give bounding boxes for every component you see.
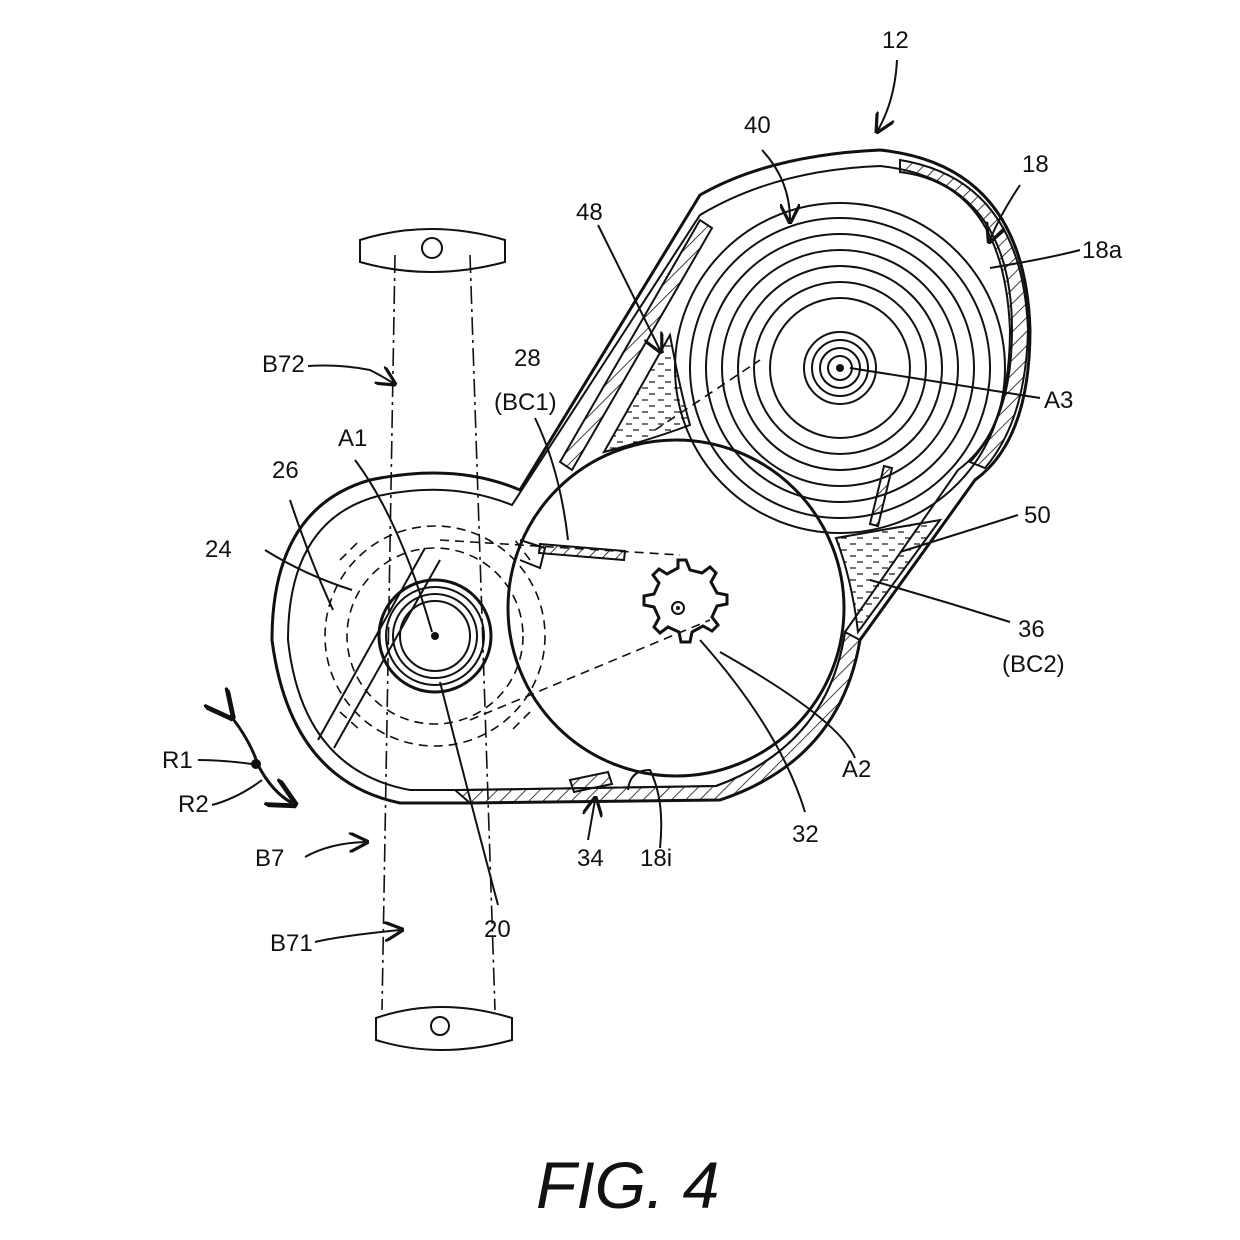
figure-caption: FIG. 4 xyxy=(536,1148,719,1222)
label-34: 34 xyxy=(577,845,604,872)
housing xyxy=(270,148,1032,805)
lubricant-right xyxy=(834,518,943,635)
spiral-spring xyxy=(674,202,1006,534)
label-26: 26 xyxy=(272,457,299,484)
label-b71: B71 xyxy=(270,930,313,957)
label-a1: A1 xyxy=(338,425,367,452)
front-sprocket xyxy=(324,525,546,747)
label-bc1: (BC1) xyxy=(494,389,557,416)
label-40: 40 xyxy=(744,112,771,139)
label-a3: A3 xyxy=(1044,387,1073,414)
label-bc2: (BC2) xyxy=(1002,651,1065,678)
rotation-indicator xyxy=(230,715,292,803)
pedal-lower xyxy=(375,1006,513,1051)
label-12: 12 xyxy=(882,27,909,54)
label-24: 24 xyxy=(205,536,232,563)
label-32: 32 xyxy=(792,821,819,848)
label-20: 20 xyxy=(484,916,511,943)
label-b7: B7 xyxy=(255,845,284,872)
label-18: 18 xyxy=(1022,151,1049,178)
label-r2: R2 xyxy=(178,791,209,818)
leader-lines xyxy=(197,59,1081,943)
label-a2: A2 xyxy=(842,756,871,783)
pedal-upper xyxy=(359,228,506,273)
label-36: 36 xyxy=(1018,616,1045,643)
label-b72: B72 xyxy=(262,351,305,378)
reduction-wheel xyxy=(506,438,846,794)
label-48: 48 xyxy=(576,199,603,226)
label-18a: 18a xyxy=(1082,237,1123,264)
label-50: 50 xyxy=(1024,502,1051,529)
label-28: 28 xyxy=(514,345,541,372)
reference-labels: 12 40 18 18a 48 A3 B72 28 (BC1) A1 26 24… xyxy=(162,27,1123,957)
small-sprocket xyxy=(642,558,729,644)
crank-hub xyxy=(377,578,493,694)
label-18i: 18i xyxy=(640,845,672,872)
label-r1: R1 xyxy=(162,747,193,774)
chain-path xyxy=(439,359,761,721)
